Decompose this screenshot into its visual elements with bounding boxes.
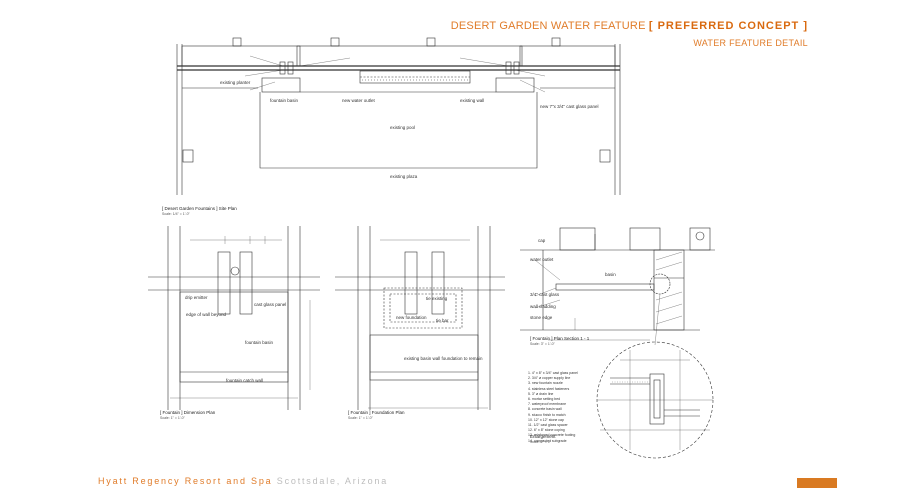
note-item: 3. new fountain nozzle <box>528 381 563 386</box>
label-existing-plaza: existing plaza <box>390 174 418 179</box>
note-item: 2. 3/4" ø copper supply line <box>528 376 571 381</box>
footer-property: Hyatt Regency Resort and Spa <box>98 476 273 486</box>
accent-bar <box>797 478 837 488</box>
label-existing-planter: existing planter <box>220 80 251 85</box>
label-tie-bar: tie bar <box>436 318 449 323</box>
label-existing-basin: existing basin wall foundation to remain <box>404 356 483 361</box>
note-item: 9. stucco finish to match <box>528 412 566 417</box>
plan-section-drawing <box>520 227 715 346</box>
note-item: 5. 3" ø drain line <box>528 391 554 396</box>
dimension-plan-title: [ Fountain ] Dimension Plan <box>160 410 216 415</box>
label-cast-glass: 3/4" cast glass <box>530 292 560 297</box>
note-item: 4. stainless steel fasteners <box>528 386 570 391</box>
title-main: DESERT GARDEN WATER FEATURE <box>450 20 646 32</box>
enlargement-title: Enlargement <box>530 434 556 439</box>
foundation-plan-title: [ Fountain ] Foundation Plan <box>348 410 405 415</box>
label-cast-glass-panel: cast glass panel <box>254 302 287 307</box>
label-fountain-catch-wall: fountain catch wall <box>226 378 264 383</box>
dimension-plan-scale: Scale: 1" = 1'-0" <box>160 416 185 420</box>
site-plan-title: [ Desert Garden Fountains ] Site Plan <box>162 206 237 211</box>
enlargement-drawing <box>596 341 714 459</box>
note-item: 11. 1/2" cast glass spacer <box>528 423 568 428</box>
enlargement-scale: Scale: 1" = 1' <box>530 440 551 444</box>
footer-project: Hyatt Regency Resort and Spa Scottsdale,… <box>98 476 388 486</box>
note-item: 10. 12" x 12" stone cap <box>528 417 564 422</box>
label-drip-emitter: drip emitter <box>185 295 208 300</box>
sheet-title: DESERT GARDEN WATER FEATURE [ PREFERRED … <box>451 20 808 32</box>
note-item: 7. waterproof membrane <box>528 402 567 407</box>
label-fountain-basin: fountain basin <box>270 98 299 103</box>
label-existing-pool: existing pool <box>390 125 416 130</box>
note-item: 1. 4" x 8" x 3/4" cast glass panel <box>528 371 578 375</box>
site-plan-drawing <box>176 37 621 195</box>
foundation-plan-drawing <box>335 226 505 410</box>
foundation-plan-scale: Scale: 1" = 1'-0" <box>348 416 373 420</box>
label-stone-edge: stone edge <box>530 315 553 320</box>
note-item: 8. concrete basin wall <box>528 407 562 412</box>
note-item: 13. reinforced concrete footing <box>528 433 576 438</box>
label-existing-wall: existing wall <box>460 98 485 103</box>
label-edge-of-wall: edge of wall beyond <box>186 312 227 317</box>
label-wall-cladding: wall cladding <box>530 304 556 309</box>
sheet-subtitle: WATER FEATURE DETAIL <box>693 38 808 48</box>
label-dim-fountain-basin: fountain basin <box>245 340 274 345</box>
title-concept: [ PREFERRED CONCEPT ] <box>648 20 808 32</box>
label-tie-existing: tie existing <box>426 296 448 301</box>
plan-section-title: [ Fountain ] Plan Section 1 - 1 <box>530 336 590 341</box>
label-new-glass-panel: new 7"x 3/4" cast glass panel <box>540 104 599 109</box>
plan-section-scale: Scale: 3" = 1'-0" <box>530 342 555 346</box>
label-water-outlet: water outlet <box>530 257 554 262</box>
note-item: 14. compacted subgrade <box>528 438 567 443</box>
note-item: 6. mortar setting bed <box>528 397 561 402</box>
note-item: 12. 6" x 8" stone coping <box>528 428 565 433</box>
label-new-foundation: new foundation <box>396 315 427 320</box>
dimension-plan-drawing <box>148 226 320 410</box>
enlargement-notes: 1. 4" x 8" x 3/4" cast glass panel 2. 3/… <box>528 371 578 444</box>
site-plan-scale: Scale: 1/4" = 1'-0" <box>162 212 190 216</box>
label-new-water-outlet: new water outlet <box>342 98 375 103</box>
footer-location: Scottsdale, Arizona <box>276 476 389 486</box>
label-basin: basin <box>605 272 616 277</box>
label-cap: cap <box>538 238 546 243</box>
